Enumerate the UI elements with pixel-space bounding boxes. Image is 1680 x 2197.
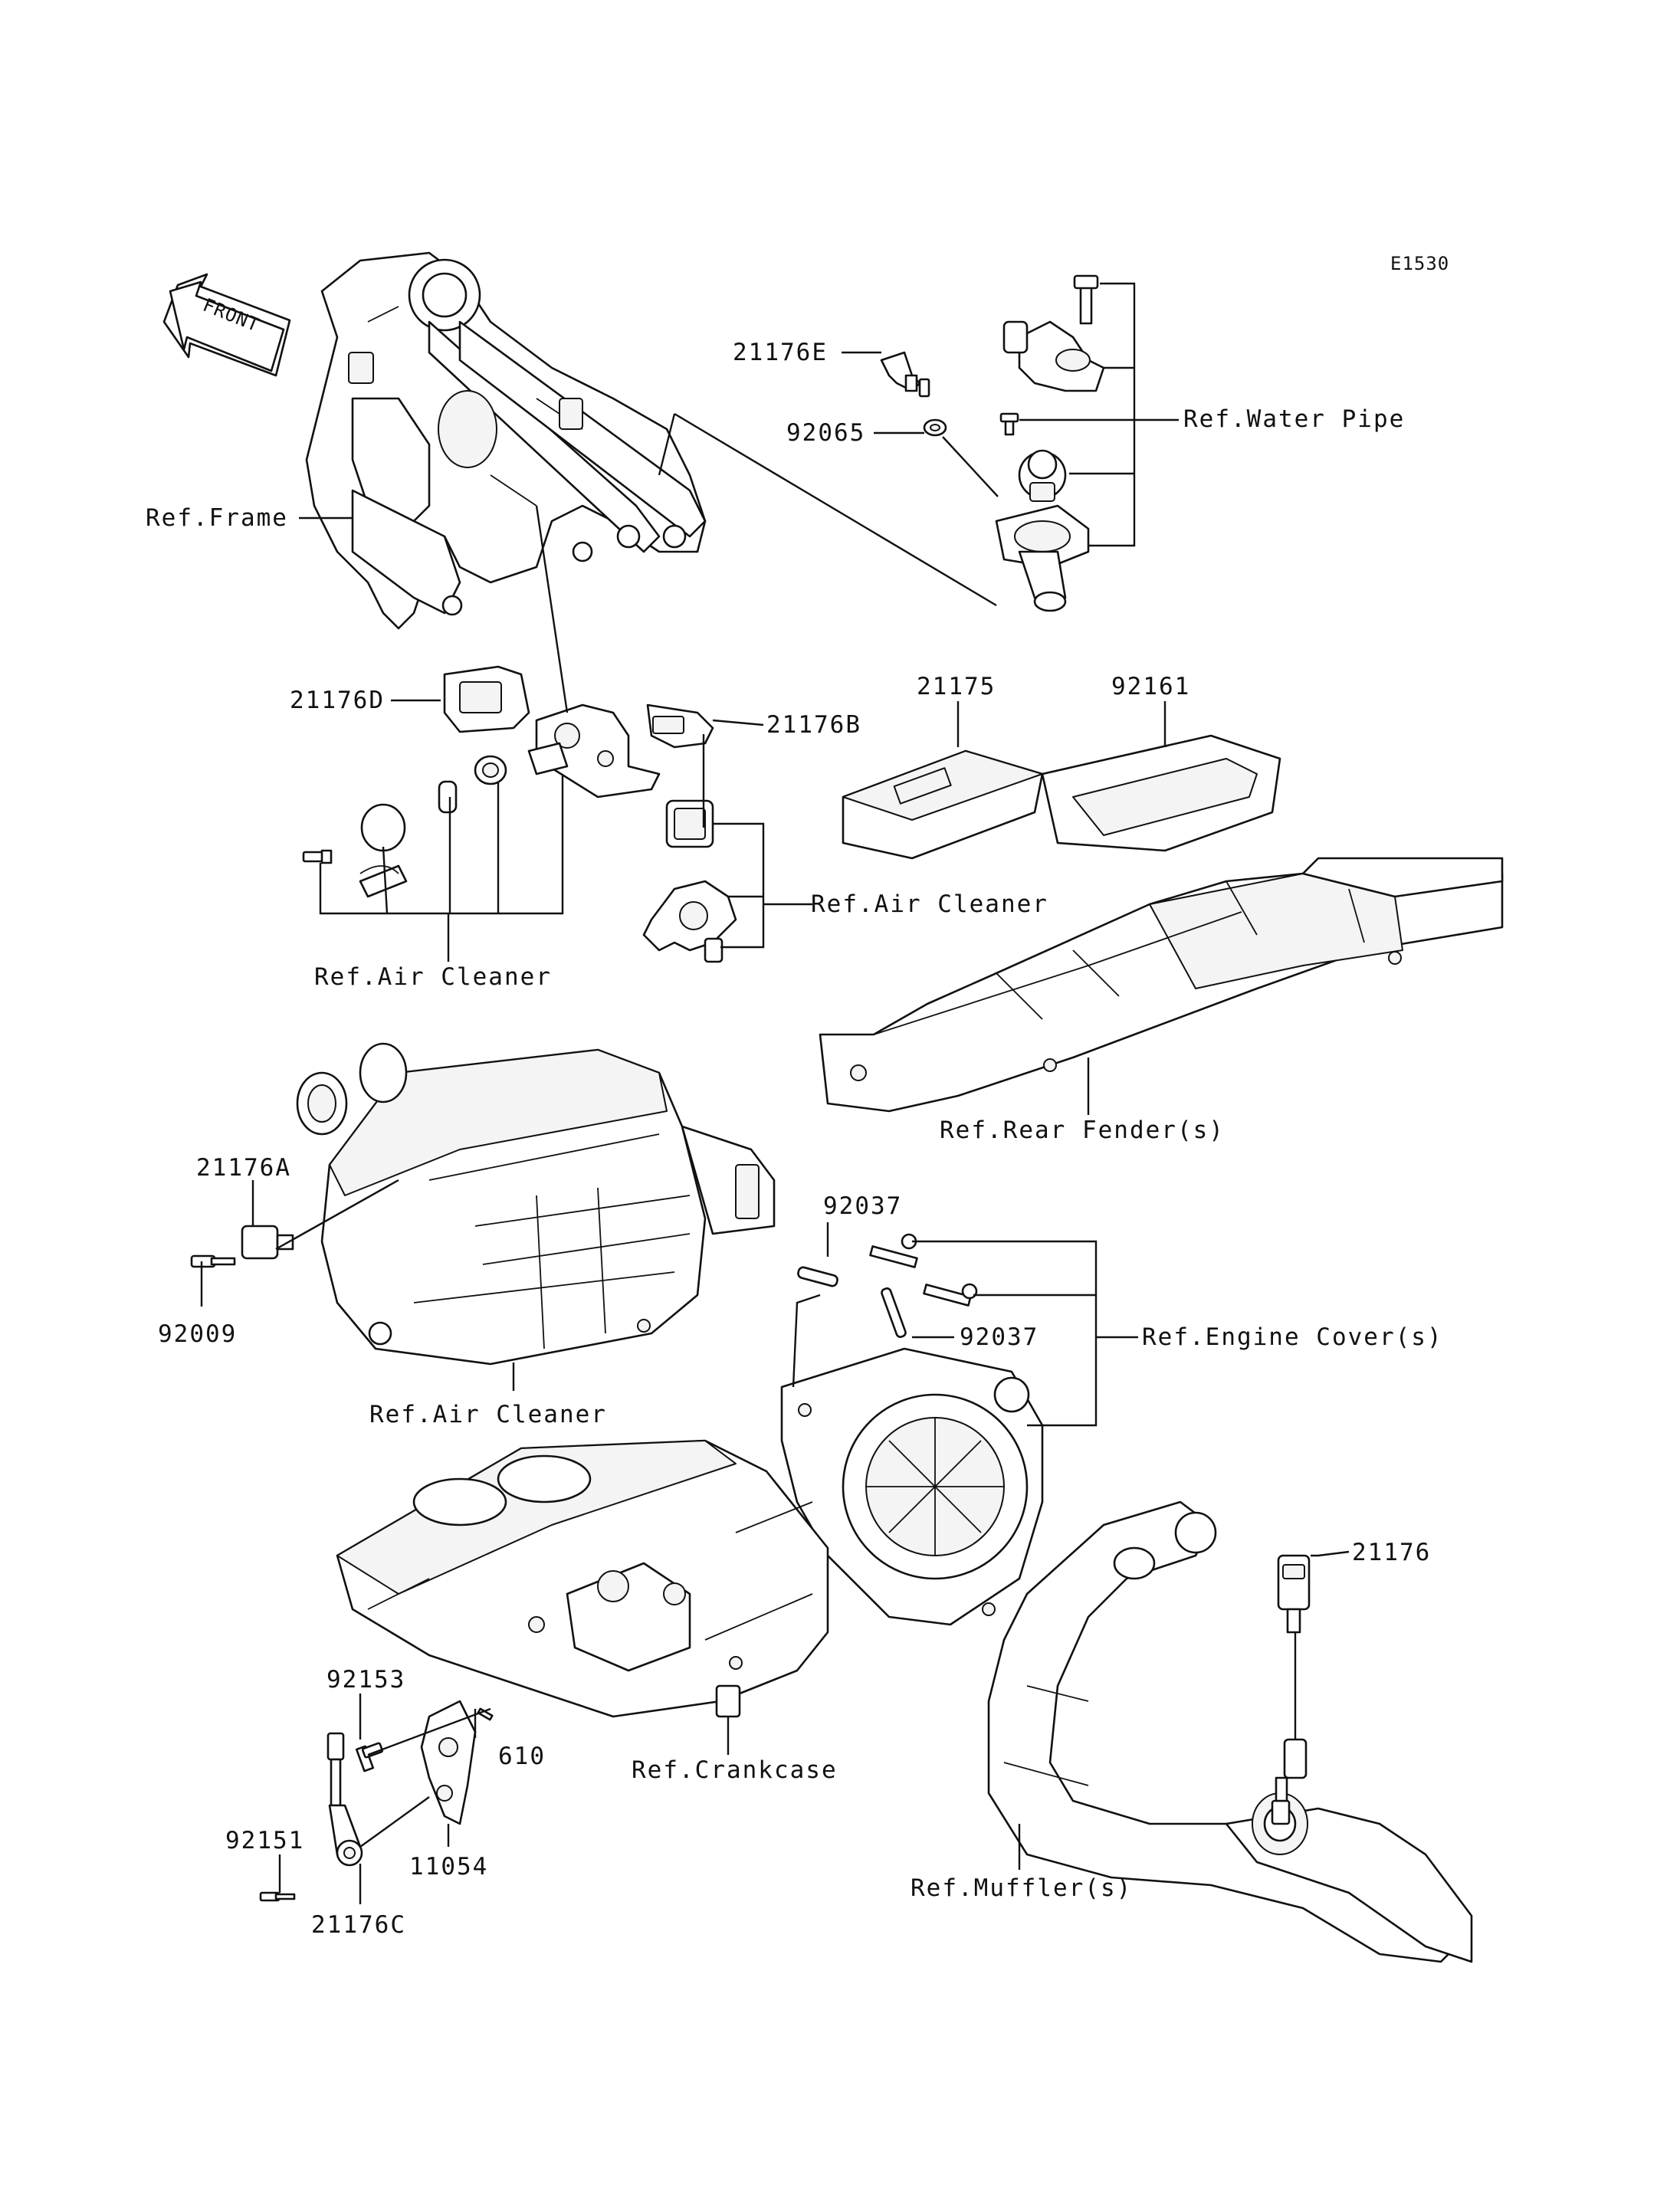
label-92151: 92151 [225, 1827, 304, 1854]
water-pipe-parts [880, 274, 1105, 612]
label-ref-frame: Ref.Frame [146, 504, 288, 532]
label-ref-crankcase: Ref.Crankcase [632, 1756, 838, 1784]
label-ref-rear-fender: Ref.Rear Fender(s) [940, 1117, 1225, 1144]
label-92037-top: 92037 [823, 1192, 902, 1220]
label-21176A: 21176A [196, 1154, 291, 1182]
label-ref-air-cleaner-bottom: Ref.Air Cleaner [369, 1401, 607, 1428]
ecu-and-rear-fender [819, 734, 1504, 1113]
label-ref-water-pipe: Ref.Water Pipe [1183, 405, 1405, 433]
label-21176C: 21176C [311, 1911, 406, 1939]
label-21176B: 21176B [766, 711, 861, 739]
label-610: 610 [498, 1743, 546, 1770]
engine-cover-parts [780, 1233, 1044, 1626]
label-92009: 92009 [158, 1320, 237, 1348]
muffler-drawing [987, 1500, 1473, 1963]
label-21176E: 21176E [733, 339, 828, 366]
label-92037-bottom: 92037 [960, 1323, 1039, 1351]
label-11054: 11054 [409, 1853, 488, 1881]
label-ref-engine-cover: Ref.Engine Cover(s) [1142, 1323, 1443, 1351]
label-ref-muffler: Ref.Muffler(s) [911, 1874, 1132, 1902]
label-21176D: 21176D [290, 687, 385, 714]
frame-drawing [305, 251, 707, 630]
label-92161: 92161 [1111, 673, 1190, 700]
front-arrow: FRONT [162, 273, 291, 377]
label-21175: 21175 [917, 673, 996, 700]
sensor-bracket-parts [302, 665, 737, 963]
diagram-code: E1530 [1390, 253, 1449, 274]
label-ref-air-cleaner-right: Ref.Air Cleaner [811, 890, 1048, 918]
part-labels: E1530 21176E 92065 Ref.Water Pipe Ref.Fr… [146, 253, 1449, 1939]
label-92065: 92065 [786, 419, 865, 447]
label-ref-air-cleaner-left: Ref.Air Cleaner [314, 963, 552, 991]
air-cleaner-drawing [190, 1042, 776, 1366]
leader-lines [200, 282, 1350, 1904]
crank-sensor-parts [259, 1700, 494, 1902]
label-21176: 21176 [1352, 1539, 1431, 1566]
label-92153: 92153 [326, 1666, 405, 1694]
crankcase-drawing [336, 1439, 829, 1718]
